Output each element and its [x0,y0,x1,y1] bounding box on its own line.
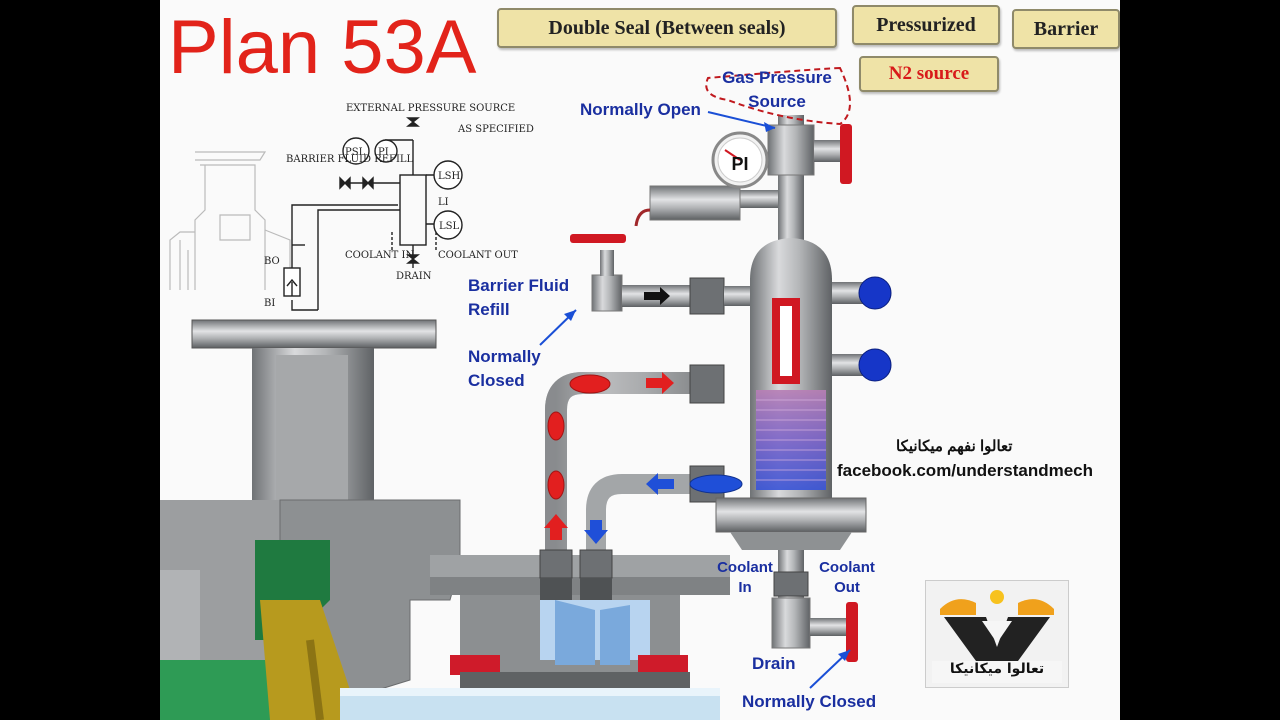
callout-arrows [539,66,851,689]
coolant-in-label: Coolant In [717,559,773,596]
schematic-drain: DRAIN [396,271,432,282]
normally-closed-bottom-label: Normally Closed [742,692,877,711]
coolant-out-label: Coolant Out [819,559,875,596]
schematic-psl: PSL [345,147,366,158]
pump-body [160,319,730,720]
schematic-bo: BO [264,256,280,267]
barrier-reservoir: PI [570,115,892,662]
schematic-labels: EXTERNAL PRESSURE SOURCE AS SPECIFIED PS… [264,103,534,309]
plan-53a-slide: Plan 53A Double Seal (Between seals) Pre… [160,0,1120,720]
pi-gauge-label: PI [731,154,748,174]
channel-logo: تعالوا ميكانيكا [925,580,1069,688]
normally-open-label: Normally Open [580,100,701,119]
schematic-diagram [169,117,463,311]
schematic-lsl: LSL [439,221,459,232]
page-title: Plan 53A [168,5,477,90]
schematic-barrier-fluid-refill: BARRIER FLUID REFILL [286,154,414,165]
schematic-pi: PI [378,147,389,158]
seal-system-drawing: EXTERNAL PRESSURE SOURCE AS SPECIFIED PS… [160,66,892,720]
schematic-bi: BI [264,298,275,309]
pressurized-tag: Pressurized [852,5,1000,45]
logo-text: تعالوا ميكانيكا [949,661,1045,677]
logo-graphic [932,590,1062,683]
barrier-tag: Barrier [1012,9,1120,49]
schematic-coolant-in: COOLANT IN [345,250,414,261]
schematic-coolant-out: COOLANT OUT [438,250,518,261]
gas-pressure-source-label: Gas Pressure Source [722,68,832,111]
schematic-li: LI [438,197,449,208]
schematic-as-specified-label: AS SPECIFIED [457,124,534,135]
schematic-lsh: LSH [438,171,460,182]
arabic-channel-name: تعالوا نفهم ميكانيكا [896,438,1013,455]
seal-piping [539,364,743,600]
n2-source-tag: N2 source [859,56,999,92]
schematic-external-pressure-label: EXTERNAL PRESSURE SOURCE [346,103,515,114]
double-seal-tag: Double Seal (Between seals) [497,8,837,48]
barrier-fluid-refill-label: Barrier Fluid Refill [468,276,570,319]
drain-label: Drain [752,654,796,673]
facebook-link[interactable]: facebook.com/understandmech [837,461,1094,480]
normally-closed-top-label: Normally Closed [468,347,541,390]
